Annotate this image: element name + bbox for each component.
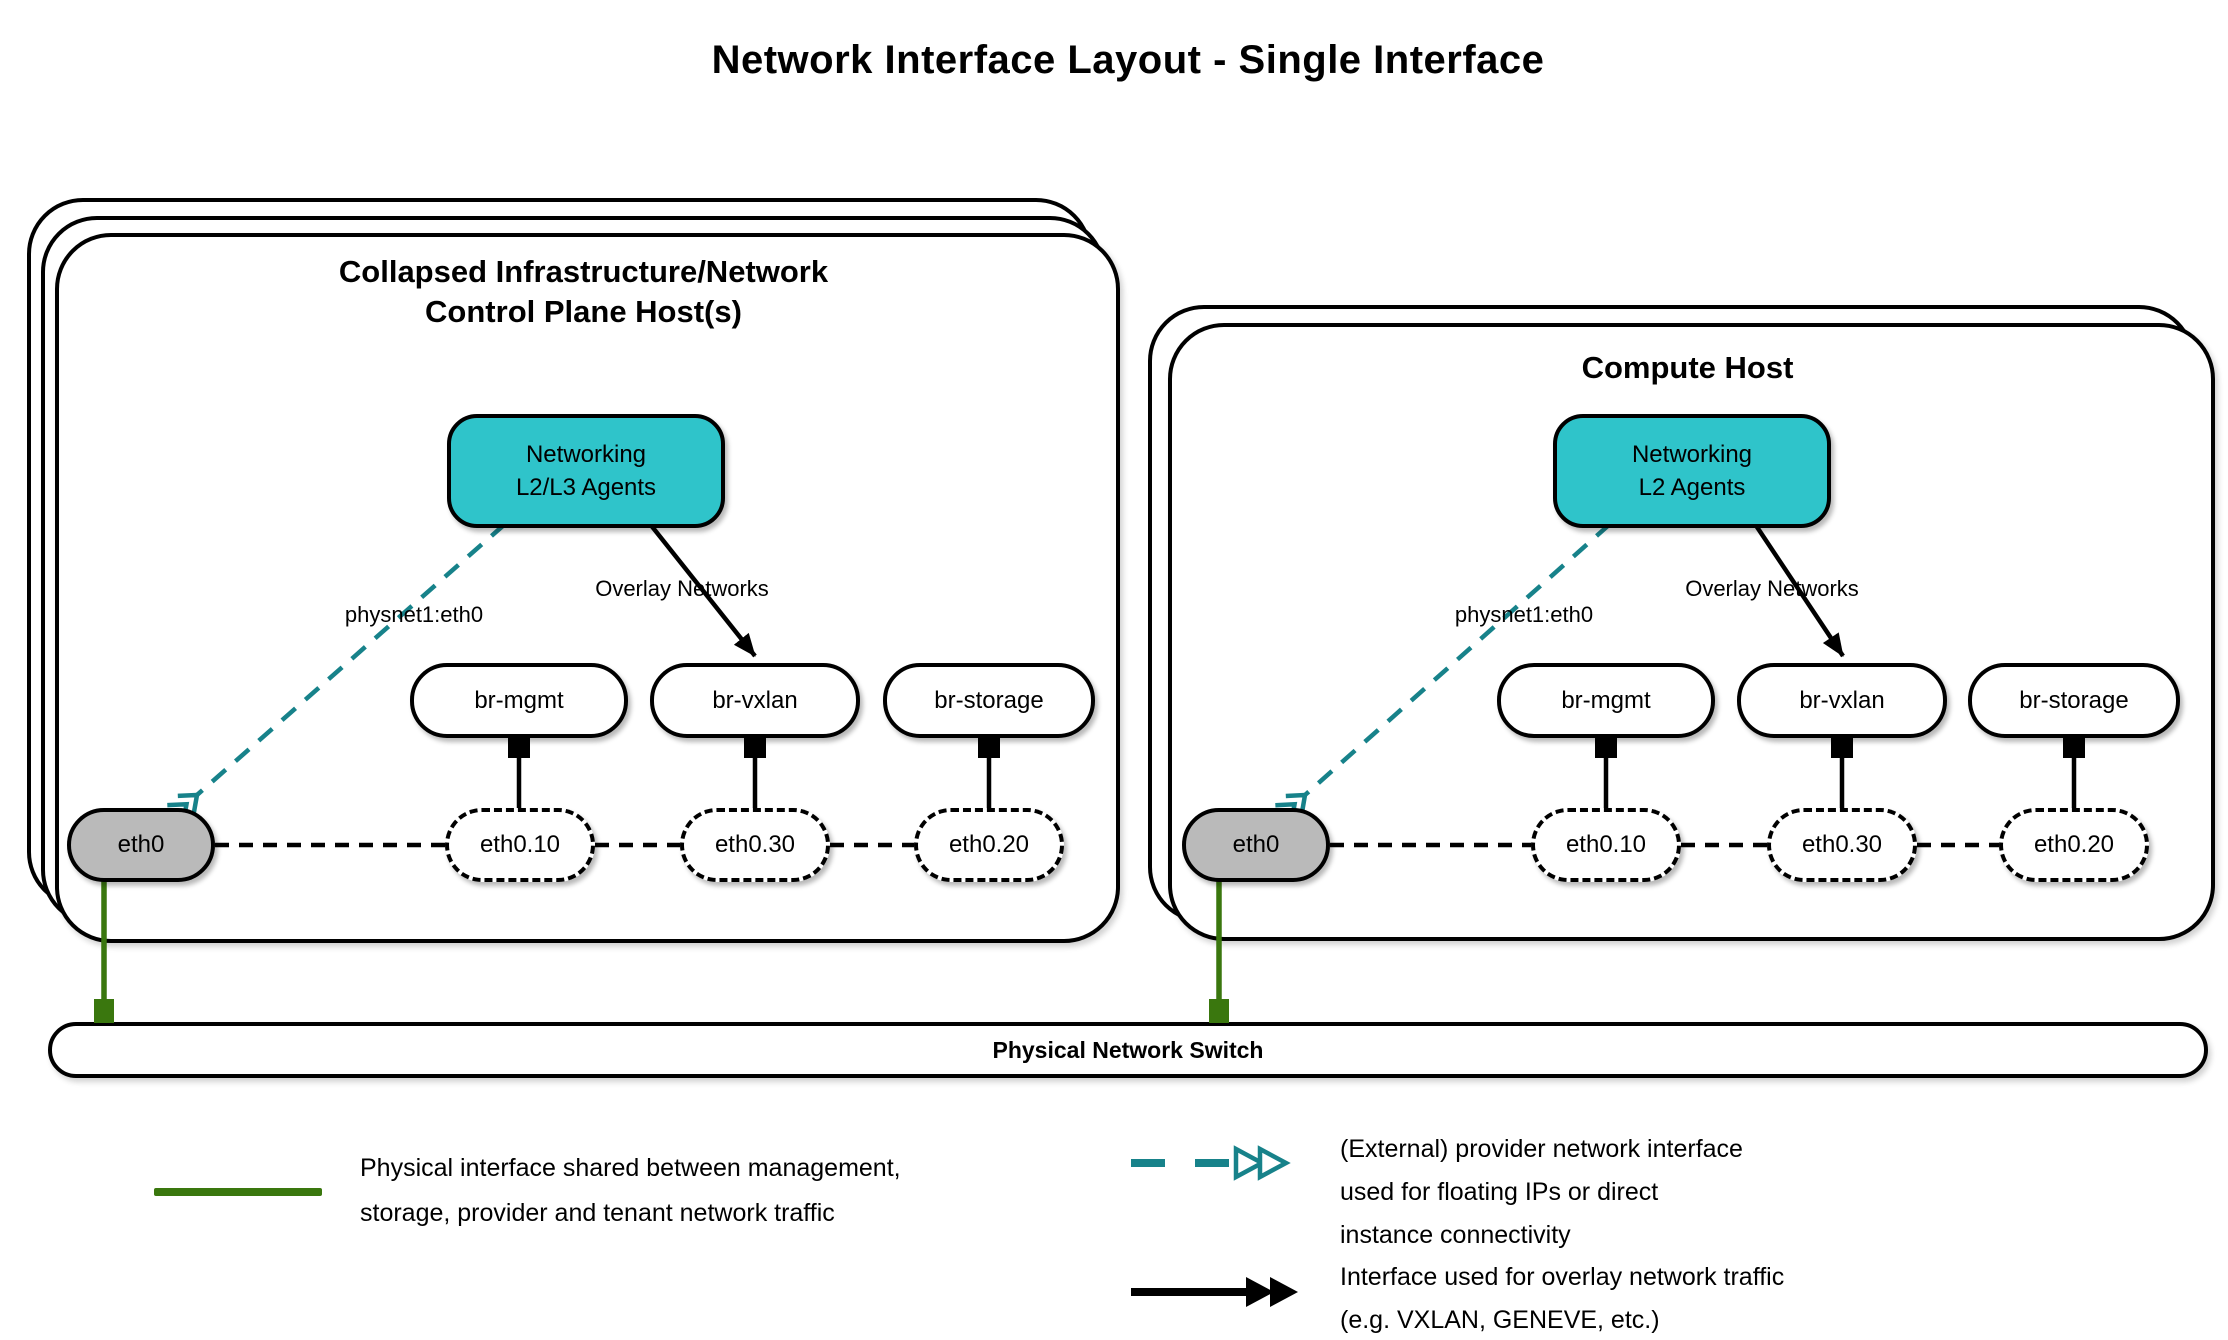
br-mgmt-node-left: br-mgmt <box>410 663 628 738</box>
provider-arrow-label-left: physnet1:eth0 <box>344 602 484 627</box>
legend-provider-arrow-swatch <box>1131 1145 1291 1181</box>
br-vxlan-node-right: br-vxlan <box>1737 663 1947 738</box>
bridge-tap-square <box>1595 736 1617 758</box>
br-vxlan-node-left: br-vxlan <box>650 663 860 738</box>
eth0-30-node-left: eth0.30 <box>680 808 830 882</box>
legend-overlay-line2: (e.g. VXLAN, GENEVE, etc.) <box>1340 1306 1660 1334</box>
legend-overlay-text: Interface used for overlay network traff… <box>1340 1256 1784 1340</box>
compute-host-title: Compute Host <box>1168 348 2207 388</box>
br-storage-node-left: br-storage <box>883 663 1095 738</box>
control-plane-host-title-line2: Control Plane Host(s) <box>425 294 742 329</box>
switch-port-plug-right <box>1209 999 1229 1023</box>
agents-label-line1: Networking <box>1631 441 1753 468</box>
legend-physical-line-swatch <box>154 1188 322 1196</box>
overlay-arrow-label-left: Overlay Networks <box>595 576 769 601</box>
bridge-tap-square <box>744 736 766 758</box>
bridge-tap-square <box>978 736 1000 758</box>
br-mgmt-node-right: br-mgmt <box>1497 663 1715 738</box>
eth0-10-node-left: eth0.10 <box>445 808 595 882</box>
bridge-tap-square <box>508 736 530 758</box>
legend-overlay-line1: Interface used for overlay network traff… <box>1340 1263 1785 1291</box>
physical-network-switch-label: Physical Network Switch <box>992 1036 1264 1063</box>
eth0-10-node-right: eth0.10 <box>1531 808 1681 882</box>
legend-provider-line1: (External) provider network interface <box>1340 1135 1743 1163</box>
legend-provider-text: (External) provider network interface us… <box>1340 1128 1743 1257</box>
networking-l2-agents-node: Networking L2 Agents <box>1553 414 1831 528</box>
legend-provider-line3: instance connectivity <box>1340 1221 1571 1249</box>
eth0-30-node-right: eth0.30 <box>1767 808 1917 882</box>
eth0-20-node-right: eth0.20 <box>1999 808 2149 882</box>
agents-label-line2: L2/L3 Agents <box>515 474 657 501</box>
br-storage-node-right: br-storage <box>1968 663 2180 738</box>
legend-physical-line1: Physical interface shared between manage… <box>360 1154 901 1182</box>
legend-overlay-arrow-swatch <box>1131 1277 1298 1307</box>
provider-arrow-label-right: physnet1:eth0 <box>1454 602 1594 627</box>
bridge-tap-square <box>2063 736 2085 758</box>
control-plane-host-title-line1: Collapsed Infrastructure/Network <box>338 254 829 289</box>
control-plane-host-title: Collapsed Infrastructure/Network Control… <box>55 252 1112 332</box>
overlay-arrow-label-right: Overlay Networks <box>1685 576 1859 601</box>
eth0-20-node-left: eth0.20 <box>914 808 1064 882</box>
bridge-tap-square <box>1831 736 1853 758</box>
networking-l2l3-agents-node: Networking L2/L3 Agents <box>447 414 725 528</box>
switch-port-plug-left <box>94 999 114 1023</box>
legend-provider-line2: used for floating IPs or direct <box>1340 1178 1659 1206</box>
legend-physical-line2: storage, provider and tenant network tra… <box>360 1199 835 1227</box>
physical-network-switch-bar: Physical Network Switch <box>48 1022 2208 1078</box>
page-title: Network Interface Layout - Single Interf… <box>711 38 1545 82</box>
eth0-node-left: eth0 <box>67 808 215 882</box>
agents-label-line2: L2 Agents <box>1638 474 1746 501</box>
compute-host-title-line1: Compute Host <box>1581 350 1794 385</box>
agents-label-line1: Networking <box>525 441 647 468</box>
legend-physical-text: Physical interface shared between manage… <box>360 1146 901 1236</box>
eth0-node-right: eth0 <box>1182 808 1330 882</box>
